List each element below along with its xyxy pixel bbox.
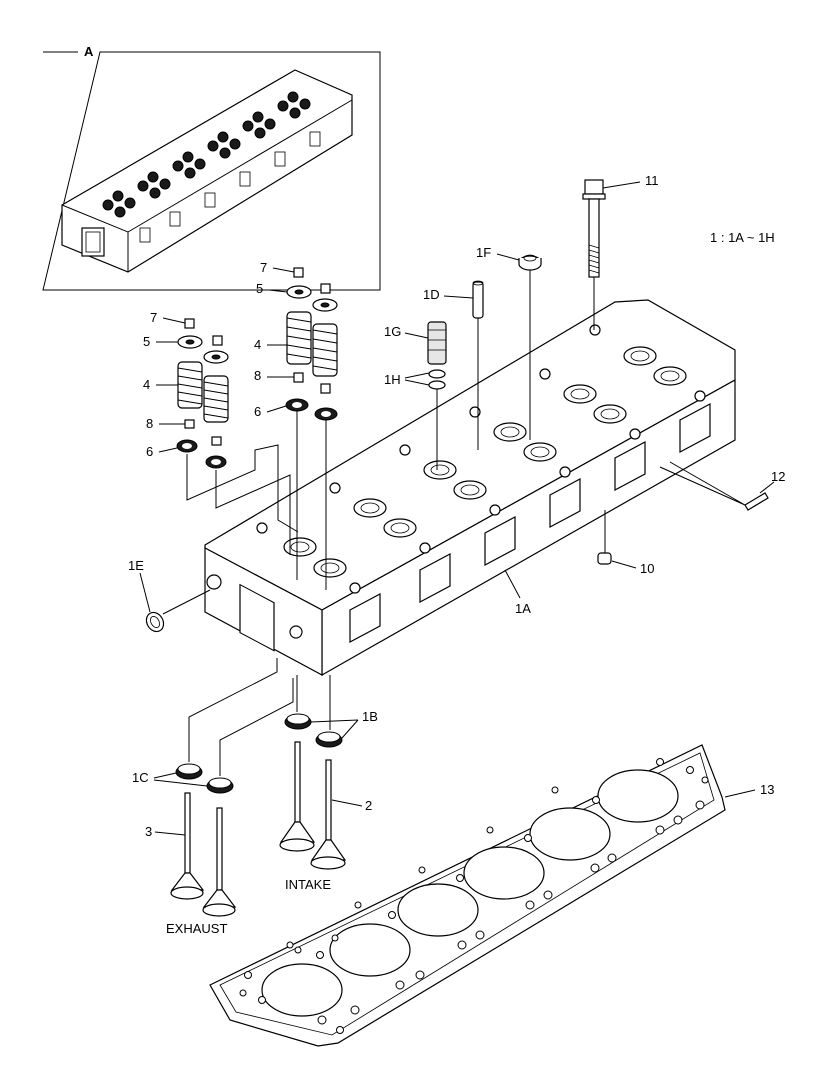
label-7-right: 7 (260, 260, 267, 275)
scale-note: 1 : 1A ~ 1H (710, 230, 775, 245)
exhaust-valve (202, 807, 237, 917)
label-6-right: 6 (254, 404, 261, 419)
intake-valve (310, 759, 347, 870)
detail-a-inset: A (42, 44, 381, 291)
cylinder-head (204, 299, 736, 677)
cylinder-head-valve-seats (283, 346, 687, 578)
exhaust-valves (170, 792, 237, 917)
intake-valves (279, 741, 347, 870)
valve-spring (177, 361, 203, 409)
label-1c: 1C (132, 770, 149, 785)
valve-spring (203, 375, 229, 423)
injector-sleeve-1g (427, 321, 447, 470)
label-10: 10 (640, 561, 654, 576)
valve-seat-1c (175, 658, 294, 794)
caption-exhaust: EXHAUST (166, 921, 227, 936)
valve-seat-1b (284, 675, 343, 748)
valve-spring-assembly-right (285, 267, 338, 590)
label-8-right: 8 (254, 368, 261, 383)
label-7-left: 7 (150, 310, 157, 325)
valve-spring (312, 323, 338, 377)
label-13: 13 (760, 782, 774, 797)
exhaust-valve (170, 792, 205, 900)
valve-guide-1d (472, 280, 484, 450)
label-11: 11 (645, 173, 659, 188)
plug-10 (597, 510, 612, 565)
label-6-left: 6 (146, 444, 153, 459)
valve-spring-assembly-left (176, 318, 299, 555)
label-3: 3 (145, 824, 152, 839)
cylinder-head-side-ports (349, 403, 711, 643)
label-5-left: 5 (143, 334, 150, 349)
label-1e: 1E (128, 558, 144, 573)
label-1d: 1D (423, 287, 440, 302)
label-1b: 1B (362, 709, 378, 724)
valve-spring (286, 311, 312, 365)
head-bolt (582, 179, 606, 330)
gasket-bores (261, 769, 679, 1017)
label-5-right: 5 (256, 281, 263, 296)
seal-1e (145, 589, 211, 633)
label-4-right: 4 (254, 337, 261, 352)
label-1g: 1G (384, 324, 401, 339)
label-4-left: 4 (143, 377, 150, 392)
cylinder-head-bolt-holes (256, 324, 706, 594)
stud-12 (659, 461, 769, 511)
caption-intake: INTAKE (285, 877, 331, 892)
detail-a-valve-springs (102, 91, 311, 218)
cylinder-head-gasket (209, 744, 726, 1047)
label-8-left: 8 (146, 416, 153, 431)
label-1h: 1H (384, 372, 401, 387)
seal-1f (518, 254, 542, 440)
intake-valve (279, 741, 316, 852)
label-1a: 1A (515, 601, 531, 616)
label-1f: 1F (476, 245, 491, 260)
label-12: 12 (771, 469, 785, 484)
label-2: 2 (365, 798, 372, 813)
detail-a-cylinder-head (61, 69, 353, 273)
gasket-holes (239, 758, 709, 1034)
detail-a-label: A (84, 44, 94, 59)
